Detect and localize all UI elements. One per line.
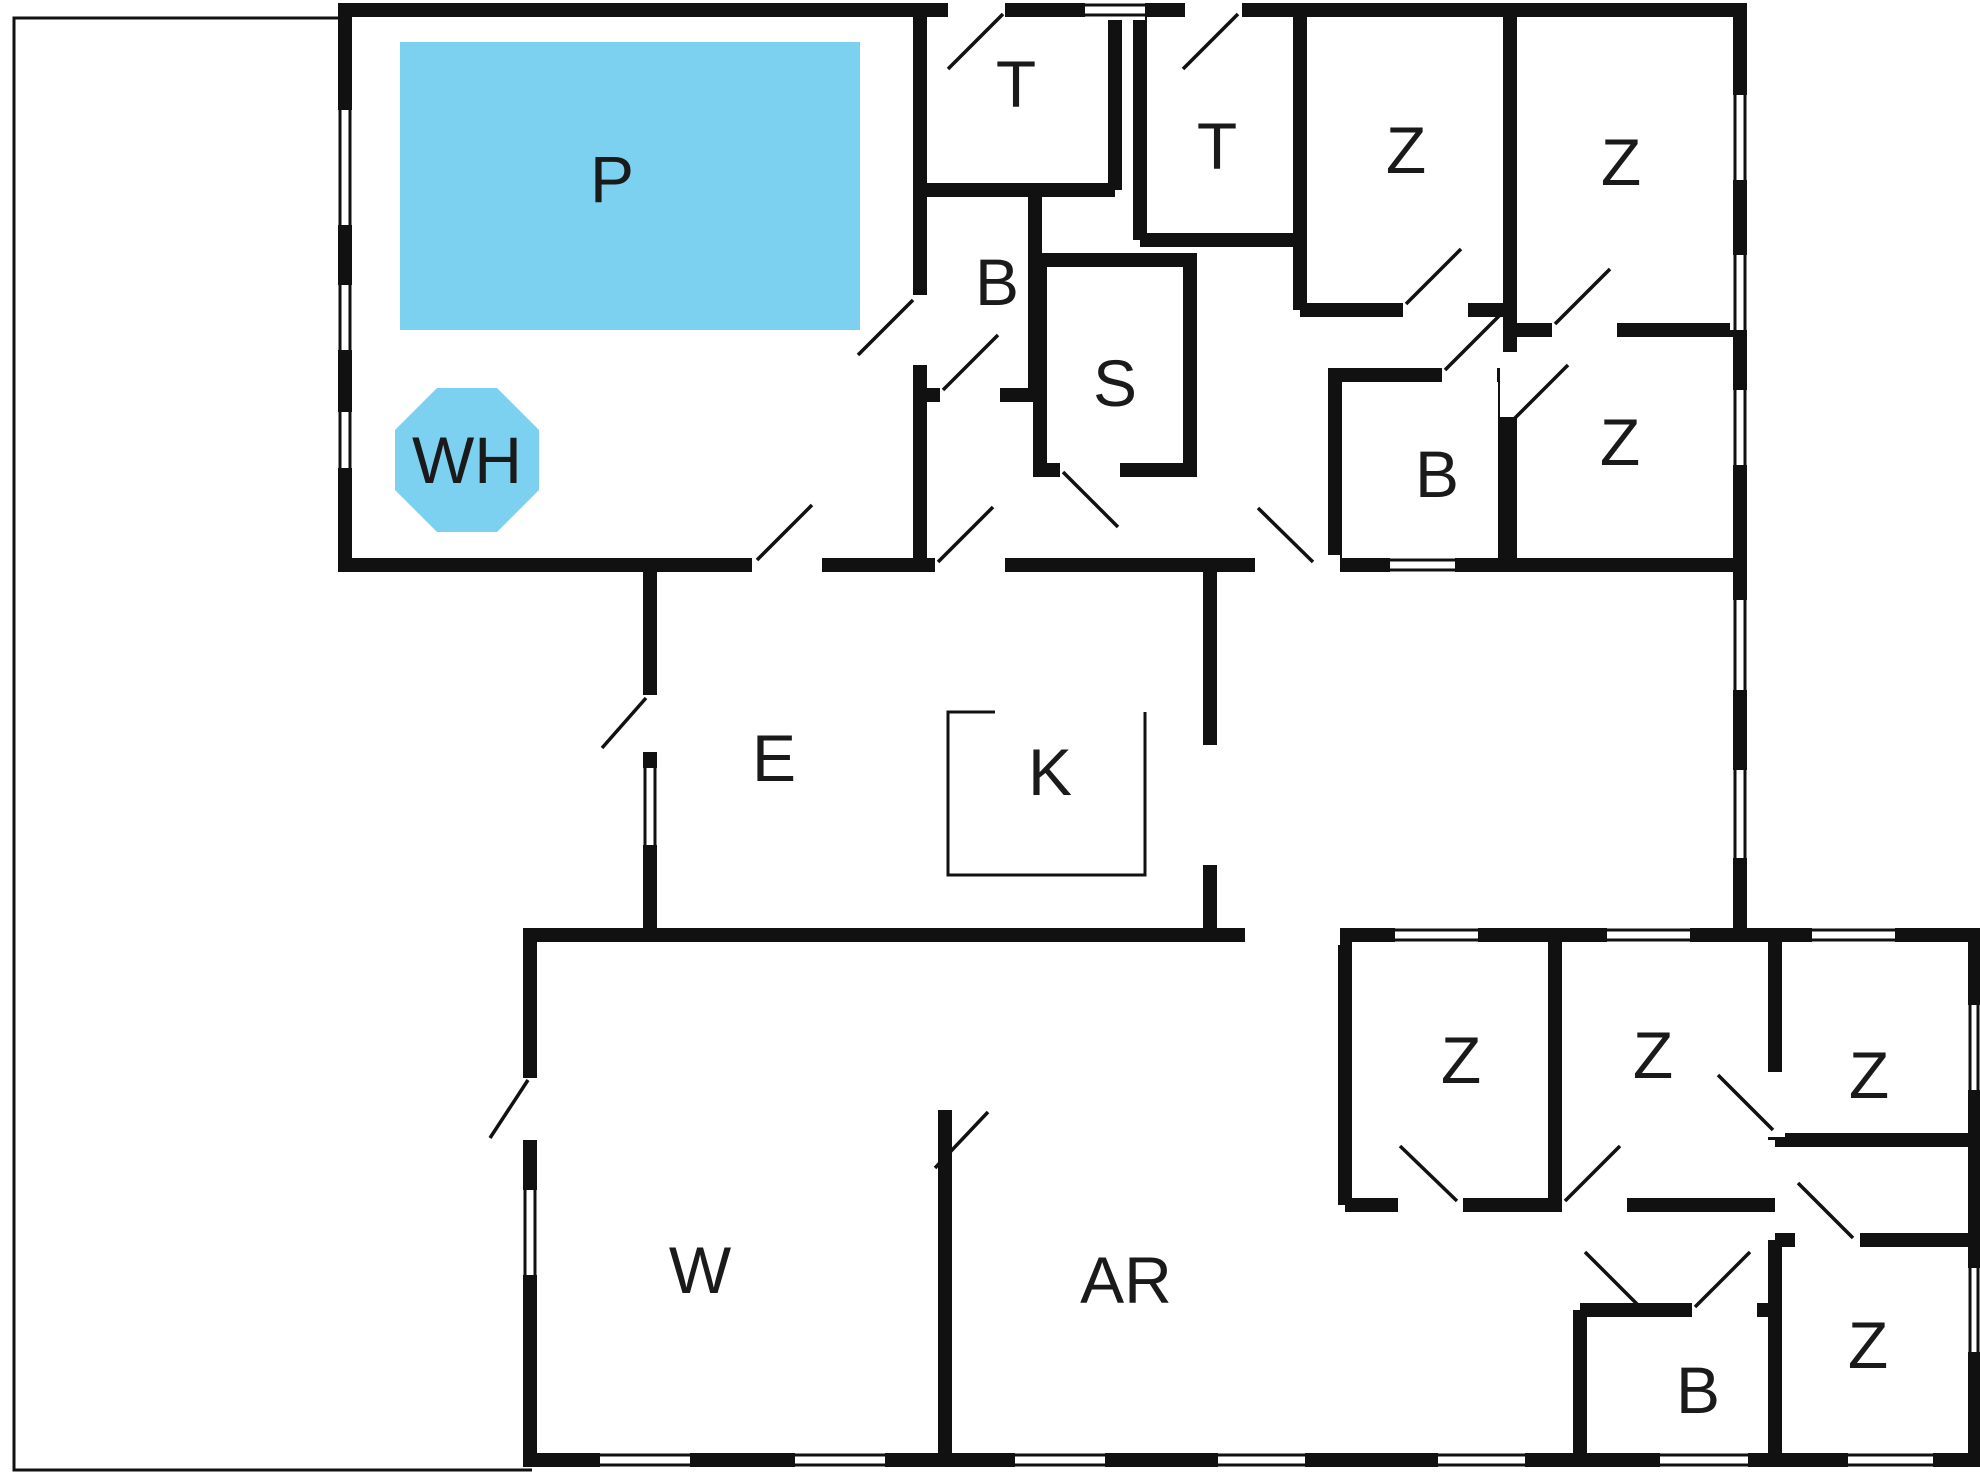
window [1660,1450,1748,1470]
window [1730,770,1750,858]
middle-wing-walls [643,558,1747,942]
window [1730,600,1750,690]
door-opening [1255,555,1340,575]
window [795,1450,885,1470]
door-swing [1061,470,1120,529]
room-label-bedroom-2: Z [1601,125,1641,199]
door-swing [946,12,1005,71]
door-opening [1245,925,1340,945]
door-swing [600,696,648,750]
window [1015,1450,1105,1470]
window [1730,390,1750,465]
room-label-pool: P [590,142,634,216]
room-label-toilet-1: T [996,47,1036,121]
pool-water [400,42,860,330]
door-swing [488,1079,530,1139]
window [1730,95,1750,180]
door-swing [1511,363,1570,422]
room-label-bedroom-4: Z [1441,1023,1481,1097]
door-opening [1442,365,1497,385]
door-opening [940,385,1000,405]
terrace-outline [12,16,532,1472]
door-opening [1795,1230,1860,1250]
door-opening [1500,352,1520,417]
door-swing [1693,1250,1752,1309]
door-swing [941,333,1000,392]
door-opening [1562,1195,1627,1215]
window [640,768,660,845]
room-label-bedroom-1: Z [1386,113,1426,187]
window [335,110,355,225]
room-label-bathroom-2: B [1415,437,1459,511]
door-opening [1398,1195,1463,1215]
door-opening [948,0,1005,20]
window [1730,255,1750,330]
door-swing [936,505,995,564]
room-label-bedroom-6: Z [1849,1038,1889,1112]
door-opening [1060,460,1120,480]
lower-wing-walls [523,928,1980,1467]
door-swing [856,298,915,357]
door-opening [935,555,1005,575]
door-opening [910,295,930,365]
water-features [395,42,860,532]
window [600,1450,690,1470]
window [1607,925,1690,945]
door-opening [640,695,660,752]
whirlpool-icon [395,388,539,532]
room-label-entrance: E [752,721,796,795]
door-swings [488,12,1855,1309]
door-opening [520,1078,540,1140]
door-swing [1398,1144,1459,1203]
door-opening [752,555,822,575]
window [1812,925,1895,945]
window [1965,1268,1980,1352]
door-swing [1716,1073,1775,1132]
interior-walls [920,10,1975,1460]
door-swing [1404,247,1463,306]
window [1390,555,1455,575]
door-opening [1200,745,1220,865]
window [335,285,355,350]
room-label-sauna: S [1093,346,1137,420]
door-opening [1765,1072,1785,1137]
door-opening [1692,1300,1757,1320]
window [335,412,355,468]
room-label-bedroom-5: Z [1633,1018,1673,1092]
room-label-living-room: W [669,1233,732,1307]
room-label-bathroom-3: B [1676,1353,1720,1427]
door-opening [1552,320,1617,340]
door-swing [1563,1144,1622,1203]
window [1395,925,1478,945]
room-label-toilet-2: T [1197,109,1237,183]
door-swing [755,503,814,562]
room-labels: P WH T T B S Z Z B Z E K W AR Z Z Z B Z [412,47,1889,1427]
window [1218,1450,1305,1470]
door-opening [1185,0,1242,20]
door-swing [1553,267,1612,326]
door-openings [520,0,1860,1320]
room-label-kitchen: K [1028,735,1072,809]
window [1965,1005,1980,1090]
door-swing [1256,506,1315,564]
kitchen-counter [946,710,1147,877]
door-swing [1796,1181,1855,1240]
windows [335,0,1980,1470]
door-swing [1583,1250,1642,1309]
room-label-whirlpool: WH [412,423,522,497]
door-swing [1181,12,1240,71]
window [520,1190,540,1275]
window [1848,1450,1933,1470]
door-swing [1443,313,1502,372]
room-label-activity-room: AR [1080,1243,1172,1317]
room-label-bedroom-3: Z [1600,405,1640,479]
room-label-bathroom-1: B [975,245,1019,319]
door-opening [1403,300,1468,320]
room-label-bedroom-7: Z [1848,1308,1888,1382]
door-swing [933,1110,990,1170]
window [1085,0,1145,20]
window [1438,1450,1525,1470]
